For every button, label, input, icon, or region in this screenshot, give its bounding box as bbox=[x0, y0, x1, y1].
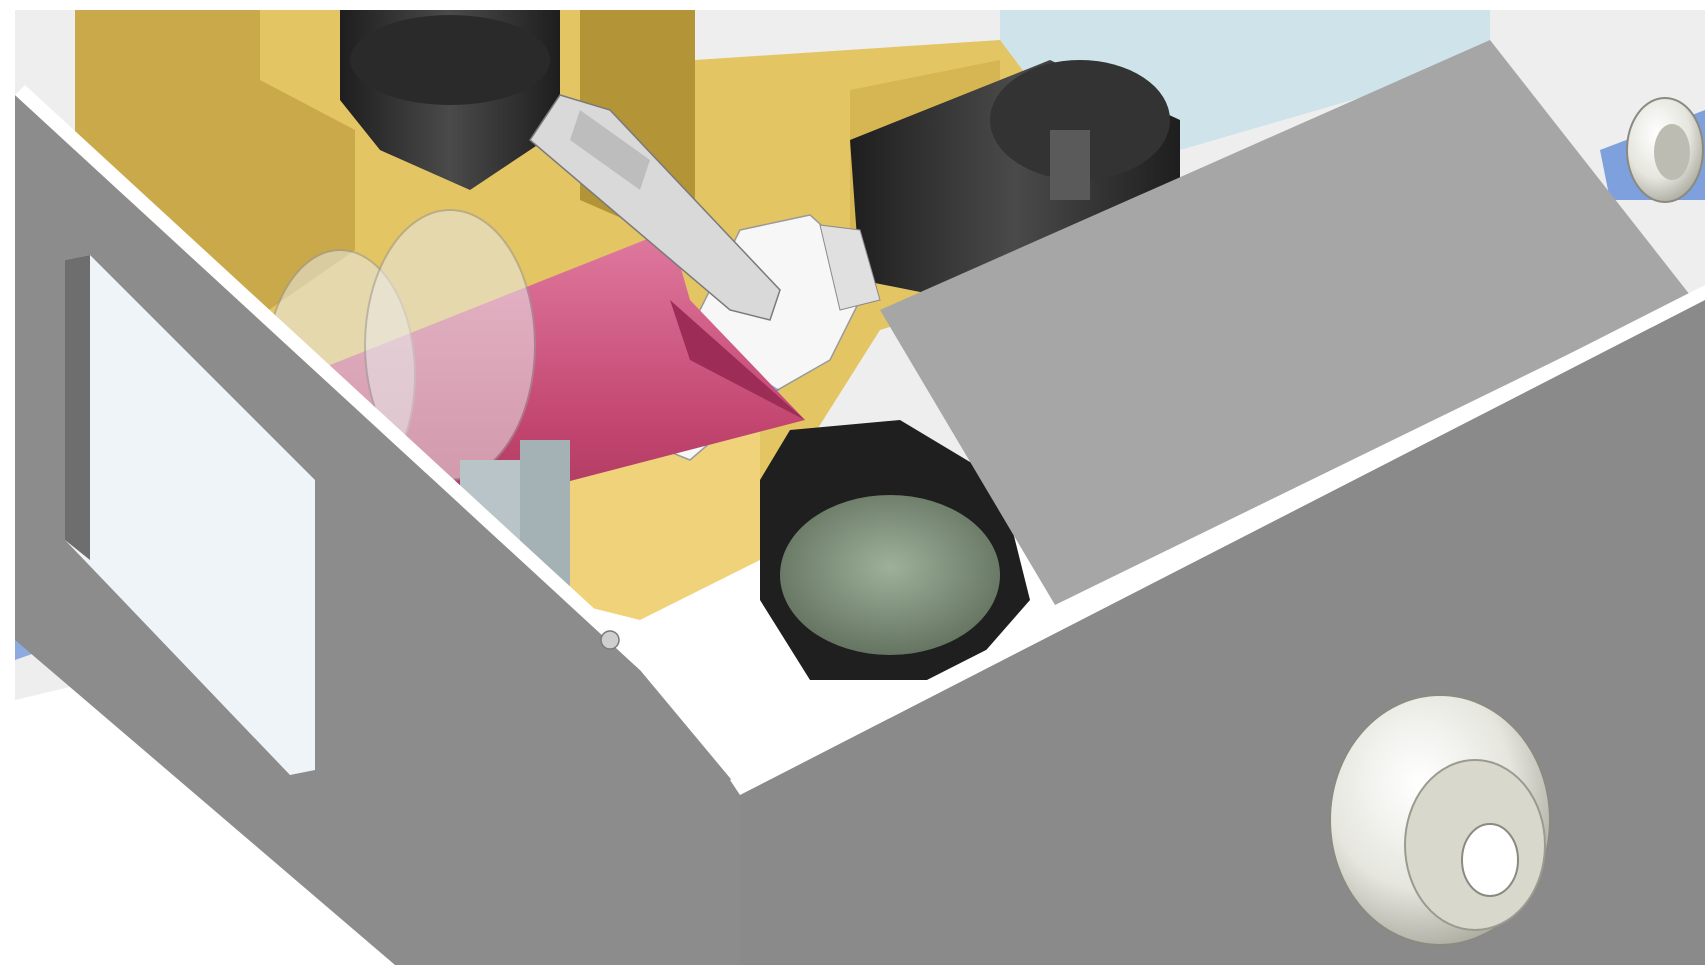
cover-panel bbox=[880, 40, 1690, 605]
housing-window-edge bbox=[65, 255, 90, 560]
housing-rim-front bbox=[730, 285, 1705, 795]
fitting-front-bore bbox=[1461, 823, 1519, 897]
housing-rim-left bbox=[15, 85, 650, 670]
objective-lens-right-ring bbox=[990, 60, 1170, 180]
mount-screw bbox=[600, 630, 620, 650]
lens-holder-clip bbox=[819, 224, 881, 311]
fitting-side-bore bbox=[1654, 124, 1690, 180]
hex-detector-glass bbox=[780, 495, 1000, 655]
laser-beam-red-focus bbox=[670, 300, 805, 420]
outer-housing-left-wall bbox=[15, 95, 740, 965]
needle-collar bbox=[570, 110, 650, 190]
housing-window bbox=[65, 255, 315, 775]
objective-lens-left-ring bbox=[350, 15, 550, 105]
objective-lens-right-connector bbox=[1050, 130, 1090, 200]
